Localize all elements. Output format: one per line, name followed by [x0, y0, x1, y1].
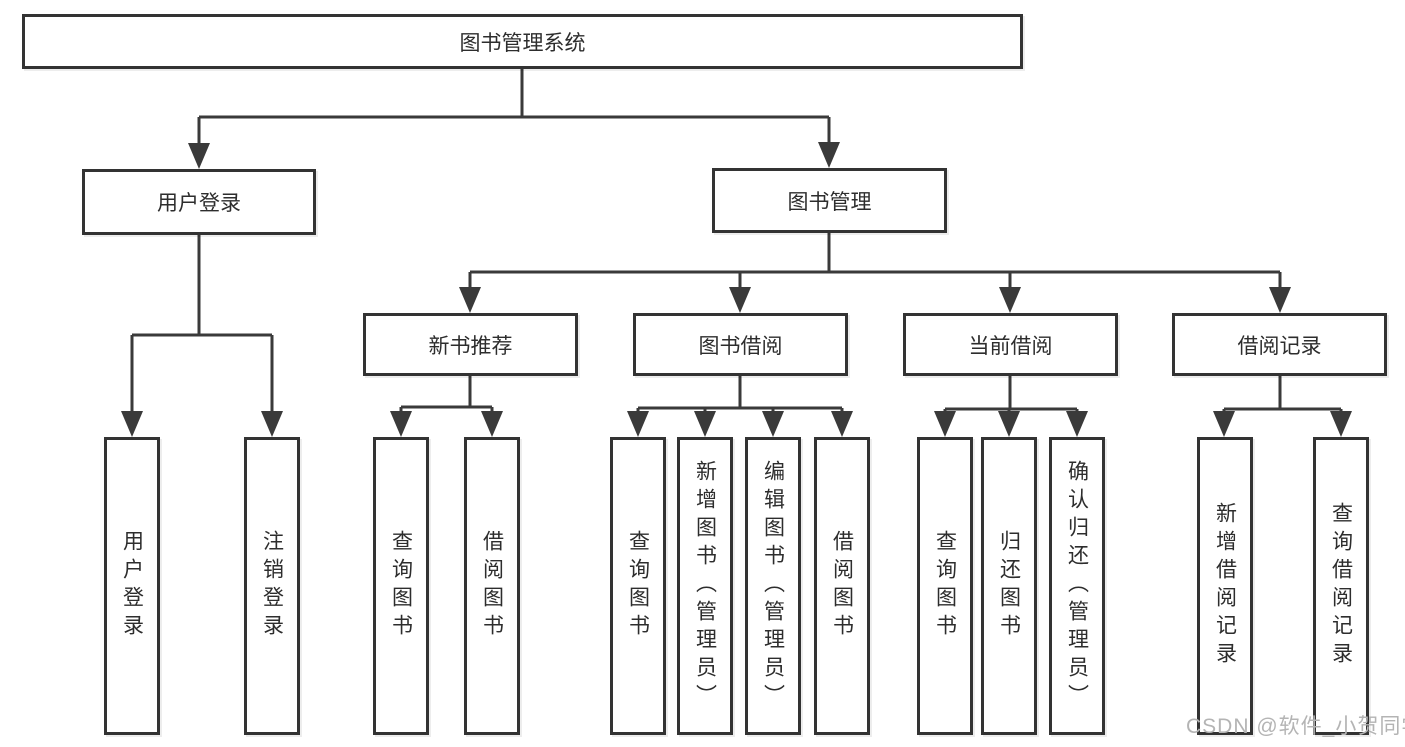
leaf-borrow-book: 借阅图书	[814, 437, 870, 735]
connector-book-borrow-children	[627, 376, 853, 437]
connector-current-borrow-children	[934, 376, 1088, 437]
watermark: CSDN @软件_小贺同学	[1186, 715, 1405, 738]
leaf-query-book-current: 查询图书	[917, 437, 973, 735]
leaf-confirm-return-admin: 确认归还（管理员）	[1049, 437, 1105, 735]
node-book-management: 图书管理	[712, 168, 947, 233]
connector-borrow-records-children	[1213, 376, 1352, 437]
leaf-query-borrow-record: 查询借阅记录	[1313, 437, 1369, 735]
leaf-logout: 注销登录	[244, 437, 300, 735]
leaf-borrow-book-recommend: 借阅图书	[464, 437, 520, 735]
connector-new-book-recommend-children	[390, 376, 503, 437]
leaf-user-login: 用户登录	[104, 437, 160, 735]
leaf-return-book: 归还图书	[981, 437, 1037, 735]
leaf-query-book-recommend: 查询图书	[373, 437, 429, 735]
connector-user-login-children	[121, 235, 283, 437]
leaf-add-book-admin: 新增图书（管理员）	[677, 437, 733, 735]
leaf-edit-book-admin: 编辑图书（管理员）	[745, 437, 801, 735]
leaf-add-borrow-record: 新增借阅记录	[1197, 437, 1253, 735]
node-borrow-records: 借阅记录	[1172, 313, 1387, 376]
connector-book-management-children	[459, 233, 1291, 313]
leaf-query-book-borrow: 查询图书	[610, 437, 666, 735]
node-user-login: 用户登录	[82, 169, 316, 235]
node-book-borrow: 图书借阅	[633, 313, 848, 376]
node-current-borrow: 当前借阅	[903, 313, 1118, 376]
node-new-book-recommend: 新书推荐	[363, 313, 578, 376]
node-library-management-system: 图书管理系统	[22, 14, 1023, 69]
connector-root-to-level2	[188, 69, 840, 169]
